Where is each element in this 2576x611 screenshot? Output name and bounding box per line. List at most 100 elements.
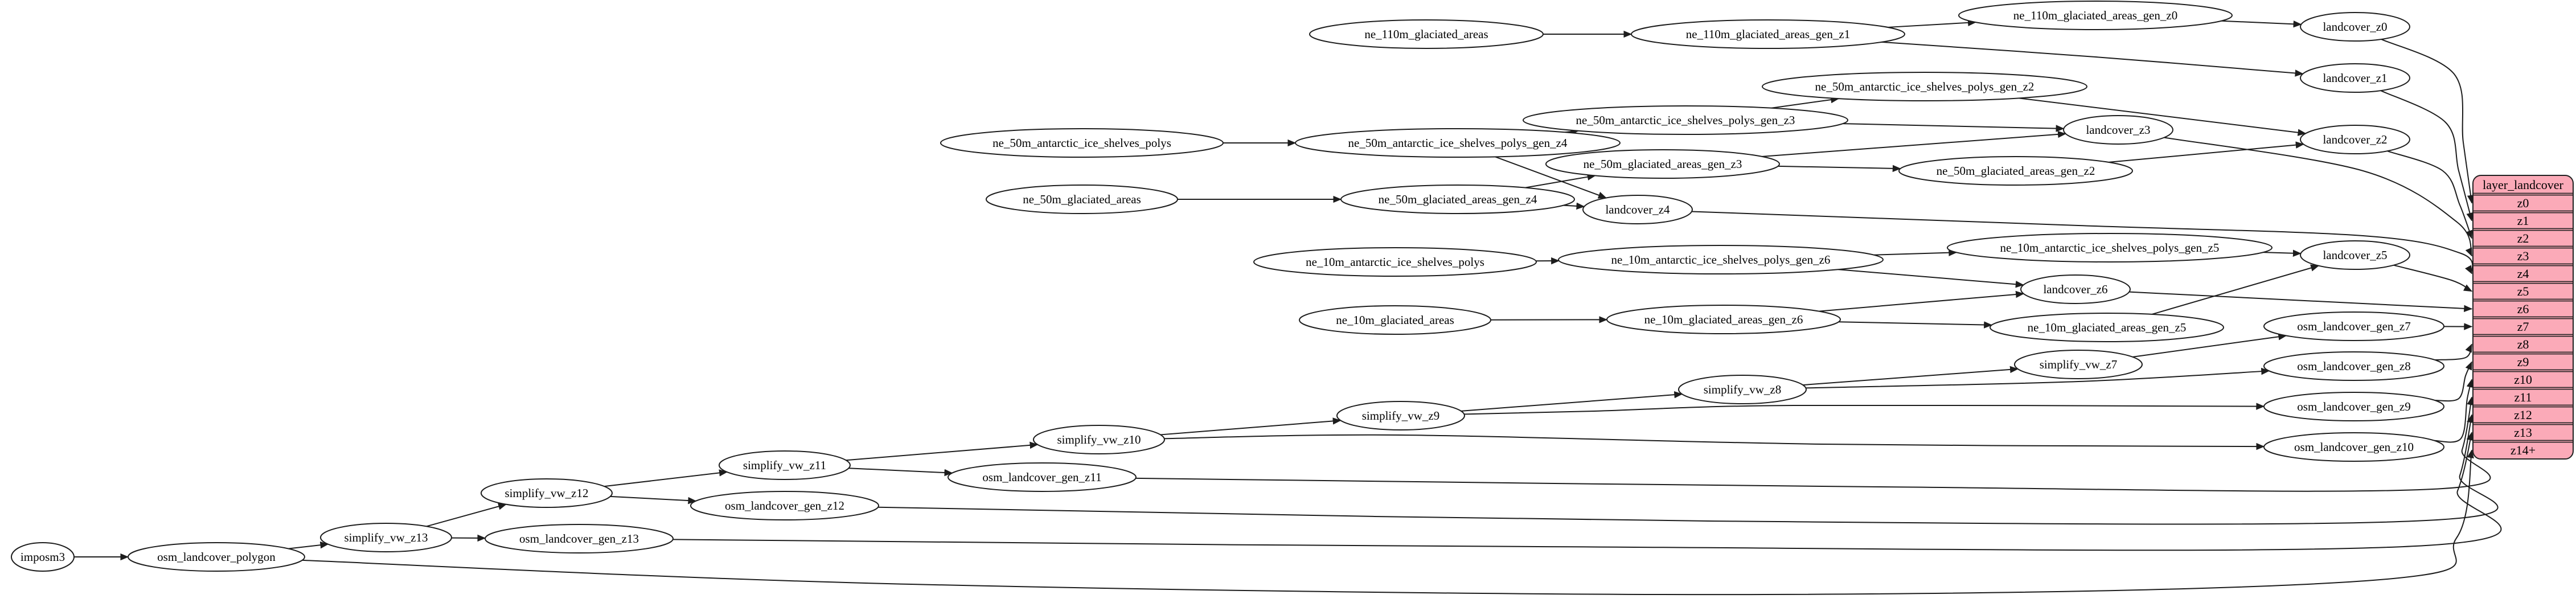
node-ellipse: [1545, 149, 1780, 179]
node-ellipse: [1336, 401, 1465, 430]
node-label: simplify_vw_z7: [2040, 358, 2118, 371]
node-ellipse: [320, 523, 452, 552]
graph-edge-osm_landcover_polygon-to-row-z14+: [302, 449, 2474, 596]
graph-edge-ne_50m_glaciated_areas_gen_z3-to-landcover_z3: [1762, 130, 2066, 157]
node-label: ne_110m_glaciated_areas_gen_z1: [1686, 27, 1850, 41]
graph-edge-landcover_z5-to-row-z5: [2393, 264, 2473, 292]
graph-edge-simplify_vw_z7-to-osm_landcover_gen_z7: [2132, 333, 2287, 358]
graph-node-ne_50m_antarctic_ice_shelves_polys_gen_z2: ne_50m_antarctic_ice_shelves_polys_gen_z…: [1762, 72, 2087, 101]
graph-node-landcover_z1: landcover_z1: [2300, 63, 2410, 93]
graph-node-osm_landcover_gen_z12: osm_landcover_gen_z12: [690, 491, 879, 520]
graph-node-ne_50m_antarctic_ice_shelves_polys_gen_z4: ne_50m_antarctic_ice_shelves_polys_gen_z…: [1295, 128, 1621, 158]
graph-edge-osm_landcover_gen_z10-to-row-z10: [2434, 379, 2474, 443]
edges-layer: [74, 19, 2502, 596]
graph-node-ne_50m_antarctic_ice_shelves_polys: ne_50m_antarctic_ice_shelves_polys: [940, 128, 1224, 158]
graph-edge-simplify_vw_z9-to-simplify_vw_z8: [1461, 391, 1683, 412]
graph-edge-simplify_vw_z10-to-osm_landcover_gen_z10: [1164, 434, 2265, 450]
graph-node-ne_10m_antarctic_ice_shelves_polys_gen_z5: ne_10m_antarctic_ice_shelves_polys_gen_z…: [1947, 233, 2273, 263]
table-row-z0: z0: [2517, 196, 2529, 210]
node-label: osm_landcover_gen_z9: [2297, 400, 2410, 413]
node-ellipse: [940, 128, 1224, 158]
graph-edge-osm_landcover_gen_z11-to-row-z11: [1135, 396, 2491, 492]
graph-node-ne_50m_glaciated_areas_gen_z2: ne_50m_glaciated_areas_gen_z2: [1898, 156, 2133, 186]
node-ellipse: [481, 478, 613, 508]
graph-edge-landcover_z4-to-row-z4: [1692, 211, 2474, 274]
node-ellipse: [1678, 375, 1807, 404]
graph-node-simplify_vw_z7: simplify_vw_z7: [2014, 350, 2143, 379]
node-ellipse: [1558, 245, 1884, 274]
node-ellipse: [1523, 105, 1848, 135]
node-ellipse: [2263, 392, 2444, 421]
node-label: landcover_z3: [2086, 123, 2150, 137]
node-label: ne_10m_glaciated_areas: [1336, 313, 1454, 327]
graph-edge-ne_10m_glaciated_areas_gen_z6-to-ne_10m_glaciated_areas_gen_z5: [1839, 321, 1993, 329]
graph-node-osm_landcover_gen_z13: osm_landcover_gen_z13: [485, 524, 674, 553]
node-label: ne_10m_antarctic_ice_shelves_polys_gen_z…: [1611, 253, 1831, 266]
graph-edge-osm_landcover_gen_z9-to-row-z9: [2435, 361, 2472, 402]
graph-edge-ne_110m_glaciated_areas_gen_z0-to-landcover_z0: [2221, 20, 2302, 28]
table-row-z4: z4: [2517, 266, 2529, 281]
node-label: osm_landcover_polygon: [157, 550, 276, 564]
node-label: landcover_z5: [2323, 248, 2387, 262]
graph-node-landcover_z2: landcover_z2: [2300, 125, 2410, 154]
graph-node-landcover_z3: landcover_z3: [2063, 115, 2173, 145]
node-ellipse: [1606, 305, 1841, 334]
node-ellipse: [485, 524, 674, 553]
graph-node-osm_landcover_polygon: osm_landcover_polygon: [128, 542, 305, 572]
nodes-layer: imposm3 osm_landcover_polygon simplify_vw_…: [11, 1, 2444, 572]
node-label: ne_50m_antarctic_ice_shelves_polys_gen_z…: [1576, 113, 1795, 127]
table-row-z2: z2: [2517, 231, 2529, 245]
node-label: osm_landcover_gen_z8: [2297, 359, 2410, 373]
node-label: osm_landcover_gen_z11: [982, 470, 1101, 484]
graph-node-ne_50m_antarctic_ice_shelves_polys_gen_z3: ne_50m_antarctic_ice_shelves_polys_gen_z…: [1523, 105, 1848, 135]
table-row-z8: z8: [2517, 337, 2529, 351]
graph-node-osm_landcover_gen_z11: osm_landcover_gen_z11: [947, 462, 1137, 492]
graph-edge-simplify_vw_z13-to-simplify_vw_z12: [426, 503, 507, 527]
graph-node-imposm3: imposm3: [11, 542, 75, 572]
graph-node-simplify_vw_z9: simplify_vw_z9: [1336, 401, 1465, 430]
node-label: landcover_z0: [2323, 20, 2387, 34]
graph-edge-ne_10m_antarctic_ice_shelves_polys_gen_z6-to-ne_10m_antarctic_ice_shelves_polys_gen_z5: [1873, 249, 1958, 256]
graph-node-ne_10m_glaciated_areas_gen_z6: ne_10m_glaciated_areas_gen_z6: [1606, 305, 1841, 334]
table-row-z10: z10: [2514, 372, 2532, 387]
table-row-z13: z13: [2514, 425, 2532, 440]
table-row-z7: z7: [2517, 319, 2529, 334]
node-ellipse: [1582, 195, 1693, 224]
node-ellipse: [1762, 72, 2087, 101]
graph-node-osm_landcover_gen_z9: osm_landcover_gen_z9: [2263, 392, 2444, 421]
node-ellipse: [1340, 184, 1575, 214]
node-label: ne_50m_glaciated_areas_gen_z2: [1937, 164, 2095, 178]
graph-edge-osm_landcover_gen_z13-to-row-z13: [672, 432, 2502, 551]
graph-node-simplify_vw_z11: simplify_vw_z11: [719, 450, 851, 480]
node-label: ne_10m_glaciated_areas_gen_z5: [2028, 321, 2187, 334]
graph-edge-ne_110m_glaciated_areas_gen_z1-to-landcover_z1: [1881, 41, 2304, 77]
table-header-title: layer_landcover: [2483, 178, 2563, 192]
node-label: simplify_vw_z13: [344, 531, 428, 544]
node-label: ne_110m_glaciated_areas: [1364, 27, 1488, 41]
node-ellipse: [2263, 432, 2444, 462]
graph-node-ne_10m_antarctic_ice_shelves_polys_gen_z6: ne_10m_antarctic_ice_shelves_polys_gen_z…: [1558, 245, 1884, 274]
node-label: ne_50m_antarctic_ice_shelves_polys_gen_z…: [1815, 80, 2034, 93]
node-ellipse: [1299, 305, 1491, 335]
node-ellipse: [1295, 128, 1621, 158]
graph-edge-ne_50m_antarctic_ice_shelves_polys_gen_z3-to-landcover_z3: [1843, 123, 2065, 132]
table-row-z9: z9: [2517, 355, 2529, 369]
node-ellipse: [1990, 313, 2224, 342]
graph-edge-ne_50m_glaciated_areas_gen_z2-to-landcover_z2: [2109, 141, 2304, 163]
graph-node-osm_landcover_gen_z7: osm_landcover_gen_z7: [2263, 311, 2444, 341]
graph-node-ne_110m_glaciated_areas: ne_110m_glaciated_areas: [1309, 19, 1544, 49]
table-row-z12: z12: [2514, 408, 2532, 422]
node-ellipse: [2263, 311, 2444, 341]
node-ellipse: [1253, 247, 1537, 277]
graph-edge-simplify_vw_z11-to-simplify_vw_z10: [846, 441, 1039, 461]
graph-node-ne_50m_glaciated_areas_gen_z4: ne_50m_glaciated_areas_gen_z4: [1340, 184, 1575, 214]
graph-node-simplify_vw_z8: simplify_vw_z8: [1678, 375, 1807, 404]
graph-edge-simplify_vw_z8-to-simplify_vw_z7: [1803, 366, 2019, 386]
table-row-z5: z5: [2517, 284, 2529, 298]
graph-edge-ne_50m_glaciated_areas_gen_z4-to-ne_50m_glaciated_areas_gen_z3: [1525, 173, 1596, 188]
node-ellipse: [2263, 351, 2444, 381]
graph-node-ne_10m_antarctic_ice_shelves_polys: ne_10m_antarctic_ice_shelves_polys: [1253, 247, 1537, 277]
graph-edge-osm_landcover_gen_z8-to-row-z8: [2435, 343, 2472, 361]
graph-node-ne_10m_glaciated_areas_gen_z5: ne_10m_glaciated_areas_gen_z5: [1990, 313, 2224, 342]
